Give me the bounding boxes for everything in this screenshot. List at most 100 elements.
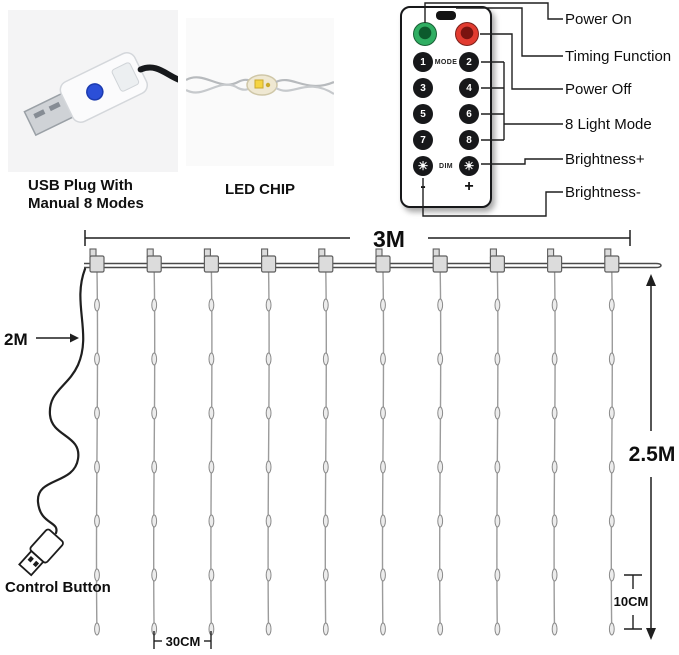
- led-bead: [94, 406, 100, 420]
- mode-button-8[interactable]: 8: [459, 130, 479, 150]
- led-bead: [380, 568, 386, 582]
- led-bead: [208, 298, 215, 312]
- led-die: [254, 79, 264, 89]
- led-bead: [208, 514, 215, 528]
- mode-button-4[interactable]: 4: [459, 78, 479, 98]
- led-bead: [551, 514, 558, 528]
- led-bead: [437, 568, 444, 582]
- remote-row-signs: - +: [413, 179, 479, 195]
- light-strings: [89, 248, 620, 636]
- wire-clip: [261, 255, 277, 273]
- wire-clip: [203, 255, 219, 273]
- led-chip-photo: [185, 18, 335, 166]
- led-bead: [208, 352, 215, 366]
- led-bead: [322, 514, 329, 528]
- remote-row-4: 7 8: [413, 130, 479, 150]
- callout-brightness-up: Brightness+: [565, 151, 645, 168]
- led-bead: [208, 460, 215, 474]
- led-bead: [494, 568, 501, 582]
- led-bead: [265, 460, 272, 474]
- led-bead: [437, 406, 444, 420]
- mode-button-2[interactable]: 2: [459, 52, 479, 72]
- light-string: [610, 271, 614, 636]
- string-spacing-marks: [153, 631, 212, 649]
- usb-caption-line1: USB Plug With: [28, 177, 133, 194]
- led-bead: [322, 622, 329, 636]
- led-bead: [322, 298, 329, 312]
- led-bead: [608, 406, 615, 420]
- led-bead: [151, 298, 158, 312]
- mode-button-1[interactable]: 1: [413, 52, 433, 72]
- mode-label: MODE: [434, 58, 458, 66]
- drop-arrow-down: [646, 628, 656, 640]
- led-bead: [380, 298, 386, 312]
- led-bead: [380, 352, 386, 366]
- mode-button-5[interactable]: 5: [413, 104, 433, 124]
- mode-button-7[interactable]: 7: [413, 130, 433, 150]
- led-bead: [322, 352, 329, 366]
- callout-brightness-down: Brightness-: [565, 184, 641, 201]
- control-button-label: Control Button: [5, 579, 111, 596]
- wire-clip: [432, 255, 448, 273]
- ir-emitter-icon: [436, 11, 456, 20]
- led-bead: [151, 568, 158, 582]
- usb-mode-button: [86, 83, 104, 101]
- led-bead: [265, 406, 272, 420]
- light-string: [324, 271, 328, 636]
- wire-clip: [489, 255, 505, 273]
- led-bead: [94, 622, 100, 636]
- minus-sign: -: [420, 178, 426, 195]
- led-bead: [94, 514, 100, 528]
- wire-clip: [89, 255, 105, 273]
- wire-clip: [146, 255, 162, 273]
- led-bead: [608, 514, 615, 528]
- wire-right-b: [275, 85, 335, 95]
- curtain-diagram: 3M 2M Control Button 2.5M: [4, 226, 676, 649]
- bead-spacing-marks: [624, 574, 642, 630]
- remote-row-mode: 1 MODE 2: [413, 52, 479, 72]
- remote-row-dim: ☀ DIM ☀: [413, 156, 479, 176]
- led-bead: [551, 406, 558, 420]
- cable-length-label: 2M: [4, 330, 28, 349]
- led-bead: [380, 514, 386, 528]
- width-dimension: [84, 230, 631, 246]
- light-string: [381, 271, 385, 636]
- led-bead: [94, 568, 100, 582]
- led-bead: [151, 406, 158, 420]
- drop-arrow-up: [646, 274, 656, 286]
- plus-sign: +: [464, 178, 474, 195]
- light-string: [553, 271, 556, 636]
- led-chip-illustration: [185, 18, 335, 166]
- usb-plug-caption: USB Plug With Manual 8 Modes: [28, 177, 144, 212]
- led-bead: [437, 352, 444, 366]
- led-bead: [94, 352, 100, 366]
- wire-clip: [604, 255, 620, 273]
- led-bead: [380, 460, 386, 474]
- mode-button-3[interactable]: 3: [413, 78, 433, 98]
- led-bead: [322, 460, 329, 474]
- wire-clip: [375, 255, 391, 273]
- led-bead: [608, 622, 615, 636]
- led-bead: [322, 406, 329, 420]
- led-bead: [94, 298, 100, 312]
- power-off-button[interactable]: [455, 22, 479, 46]
- remote-row-3: 5 6: [413, 104, 479, 124]
- led-bead: [494, 406, 501, 420]
- wire-right-a: [275, 79, 335, 88]
- drop-length-label: 2.5M: [629, 443, 676, 466]
- mode-button-6[interactable]: 6: [459, 104, 479, 124]
- cable-arrow-head: [70, 333, 79, 343]
- remote-row-2: 3 4: [413, 78, 479, 98]
- brightness-up-button[interactable]: ☀: [413, 156, 433, 176]
- brightness-down-button[interactable]: ☀: [459, 156, 479, 176]
- led-bead: [608, 568, 615, 582]
- led-bead: [151, 460, 158, 474]
- led-bead: [208, 406, 215, 420]
- string-spacing-label: 30CM: [166, 634, 201, 649]
- light-string: [438, 271, 442, 636]
- power-on-button[interactable]: [413, 22, 437, 46]
- usb-plug-photo: [8, 10, 187, 172]
- callout-power-on: Power On: [565, 11, 632, 28]
- led-bead: [608, 298, 615, 312]
